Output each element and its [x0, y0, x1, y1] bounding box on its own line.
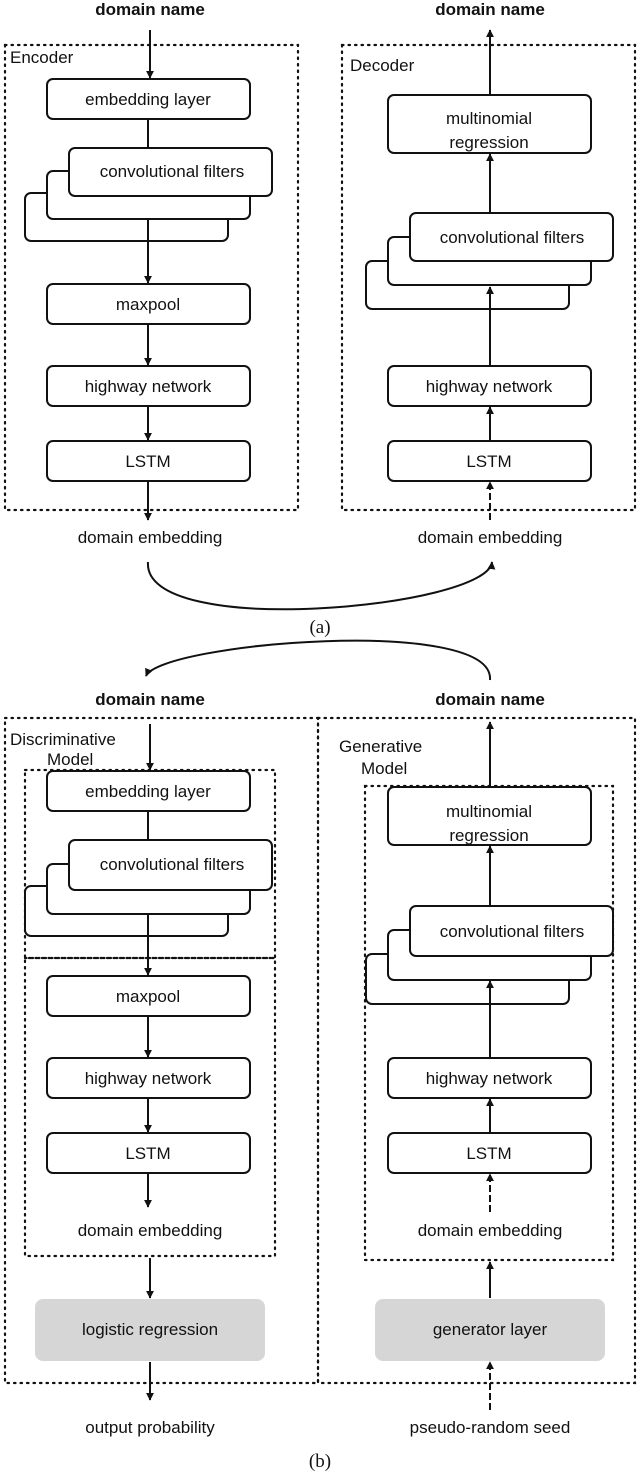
layer-label: convolutional filters — [440, 922, 585, 941]
caption-b: (b) — [309, 1451, 331, 1472]
generative-output-label: domain name — [435, 690, 545, 709]
layer-label: maxpool — [116, 987, 180, 1006]
layer-label: LSTM — [125, 1144, 170, 1163]
layer-box — [68, 839, 273, 891]
layer-label: highway network — [426, 1069, 553, 1088]
caption-a: (a) — [309, 617, 330, 638]
layer-box — [387, 1057, 592, 1099]
encoder-panel: Encoder domain name embedding layer conv… — [3, 0, 300, 547]
layer-label: convolutional filters — [100, 162, 245, 181]
encoder-title: Encoder — [10, 48, 74, 67]
discriminative-inner-border-bottom — [23, 956, 277, 1258]
layer-box — [387, 94, 592, 154]
logistic-regression-box — [35, 1299, 265, 1361]
decoder-border — [340, 43, 637, 512]
connector-curve — [146, 561, 496, 611]
layer-box — [387, 1132, 592, 1174]
layer-box — [409, 212, 614, 262]
layer-box — [387, 440, 592, 482]
layer-label: highway network — [85, 1069, 212, 1088]
layer-label: highway network — [426, 377, 553, 396]
head-label: logistic regression — [82, 1320, 218, 1339]
connector-curve — [145, 639, 492, 681]
head-label: generator layer — [433, 1320, 548, 1339]
encoder-border — [3, 43, 300, 512]
layer-label: LSTM — [466, 452, 511, 471]
layer-label: embedding layer — [85, 782, 211, 801]
output-probability-label: output probability — [85, 1418, 215, 1437]
layer-box — [387, 365, 592, 407]
layer-label: LSTM — [125, 452, 170, 471]
layer-label: convolutional filters — [100, 855, 245, 874]
discriminative-border — [3, 716, 320, 1385]
discriminative-input-label: domain name — [95, 690, 205, 709]
layer-label: convolutional filters — [440, 228, 585, 247]
generator-layer-box — [375, 1299, 605, 1361]
decoder-output-label: domain name — [435, 0, 545, 19]
layer-box — [387, 786, 592, 846]
pseudo-random-seed-label: pseudo-random seed — [410, 1418, 571, 1437]
layer-box — [409, 905, 614, 957]
decoder-input-label: domain embedding — [418, 528, 563, 547]
encoder-output-label: domain embedding — [78, 528, 223, 547]
decoder-title: Decoder — [350, 56, 415, 75]
layer-label: highway network — [85, 377, 212, 396]
layer-label: maxpool — [116, 295, 180, 314]
discriminative-embedding-label: domain embedding — [78, 1221, 223, 1240]
layer-label: embedding layer — [85, 90, 211, 109]
layer-label: LSTM — [466, 1144, 511, 1163]
generative-embedding-label: domain embedding — [418, 1221, 563, 1240]
layer-box — [68, 147, 273, 197]
generative-border — [316, 716, 637, 1385]
encoder-input-label: domain name — [95, 0, 205, 19]
